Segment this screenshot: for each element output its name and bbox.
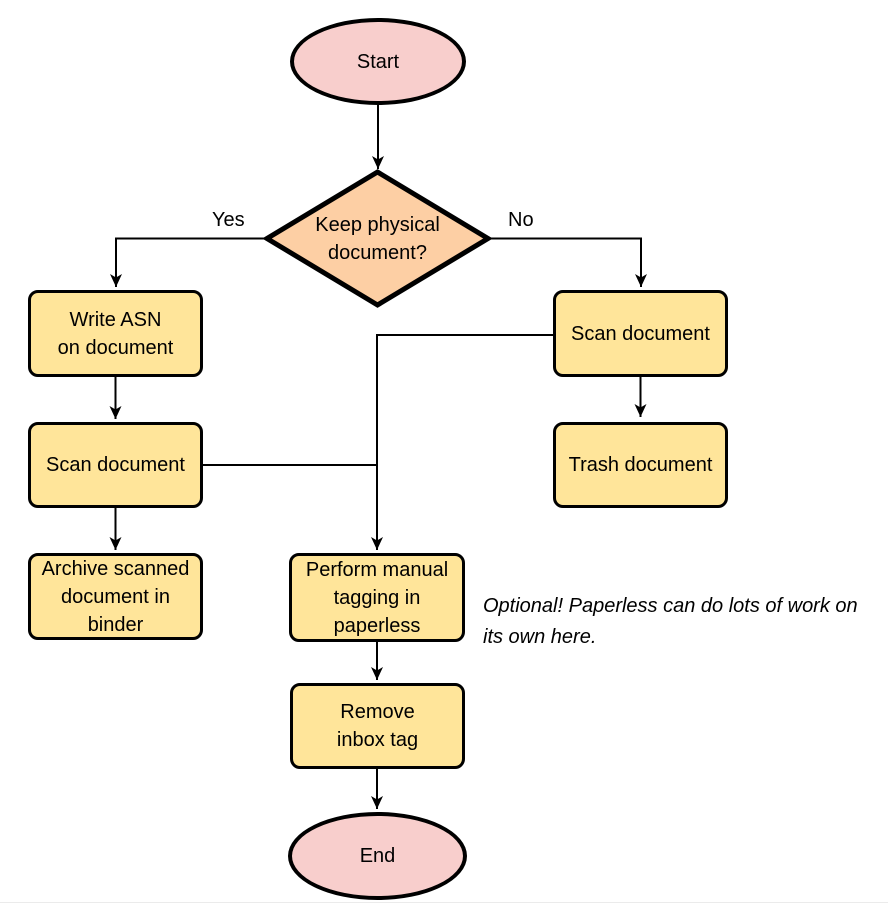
node-scan-left-label: Scan document <box>46 454 185 476</box>
node-tagging-label: Perform manual tagging in paperless <box>305 558 449 637</box>
page-bottom-border <box>0 902 888 903</box>
node-tagging: Perform manual tagging in paperless <box>289 553 465 642</box>
node-write-asn-label: Write ASN on document <box>57 308 174 359</box>
node-remove-inbox: Remove inbox tag <box>290 683 465 769</box>
node-end-label: End <box>359 845 396 867</box>
decision-diamond-shape <box>262 169 493 308</box>
node-trash-label: Trash document <box>568 454 713 476</box>
node-archive-label: Archive scanned document in binder <box>41 557 190 636</box>
node-start-label: Start <box>356 50 400 73</box>
node-decision-label: Keep physical document? <box>315 213 440 264</box>
node-scan-left: Scan document <box>28 422 203 508</box>
node-end: End <box>288 812 467 900</box>
optional-note: Optional! Paperless can do lots of work … <box>483 595 858 648</box>
node-archive: Archive scanned document in binder <box>28 553 203 640</box>
node-remove-inbox-label: Remove inbox tag <box>336 701 419 751</box>
node-trash: Trash document <box>553 422 728 508</box>
node-start: Start <box>290 18 466 105</box>
edge-scanright-to-tagging <box>371 334 553 550</box>
node-decision: Keep physical document? <box>262 169 493 308</box>
edge-label-no: No <box>506 209 536 232</box>
node-write-asn: Write ASN on document <box>28 290 203 377</box>
edge-decision-no <box>488 237 647 287</box>
node-scan-right-label: Scan document <box>571 322 710 345</box>
node-scan-right: Scan document <box>553 290 728 377</box>
edge-label-yes: Yes <box>210 209 247 232</box>
edge-decision-yes <box>110 237 267 287</box>
